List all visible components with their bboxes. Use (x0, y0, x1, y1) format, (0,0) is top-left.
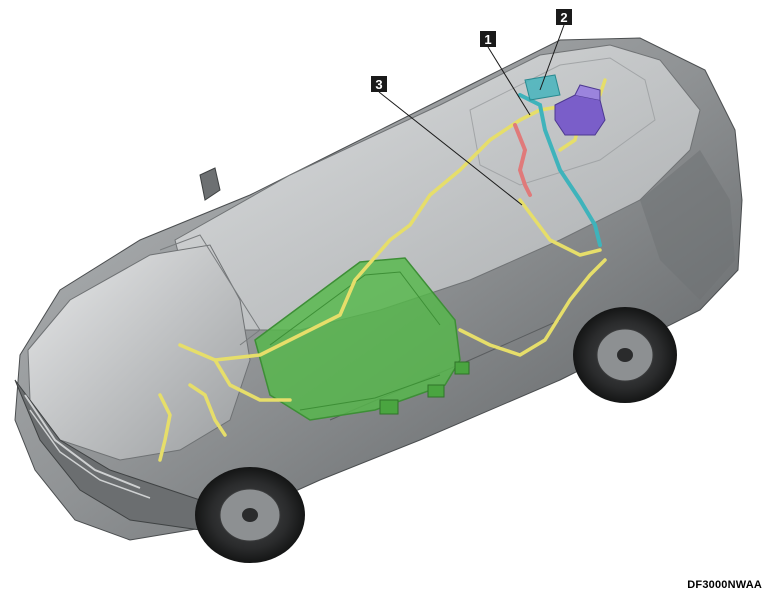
rear-module (554, 84, 606, 136)
leader-line-1 (487, 46, 531, 116)
leader-line-3 (378, 91, 523, 206)
front-wheel (195, 467, 305, 563)
cable-red (513, 123, 532, 197)
callout-3: 3 (371, 76, 387, 92)
callout-2: 2 (556, 9, 572, 25)
callout-2-label: 2 (560, 10, 567, 25)
callout-1: 1 (480, 31, 496, 47)
wiring-harness (158, 78, 607, 462)
cable-cyan (518, 93, 602, 247)
figure-code: DF3000NWAA (687, 579, 762, 591)
leader-line-2 (539, 24, 565, 91)
connector-cyan (524, 74, 561, 101)
rear-wheel (573, 307, 677, 403)
callout-1-label: 1 (484, 32, 491, 47)
battery-pack (254, 257, 470, 421)
callout-3-label: 3 (375, 77, 382, 92)
